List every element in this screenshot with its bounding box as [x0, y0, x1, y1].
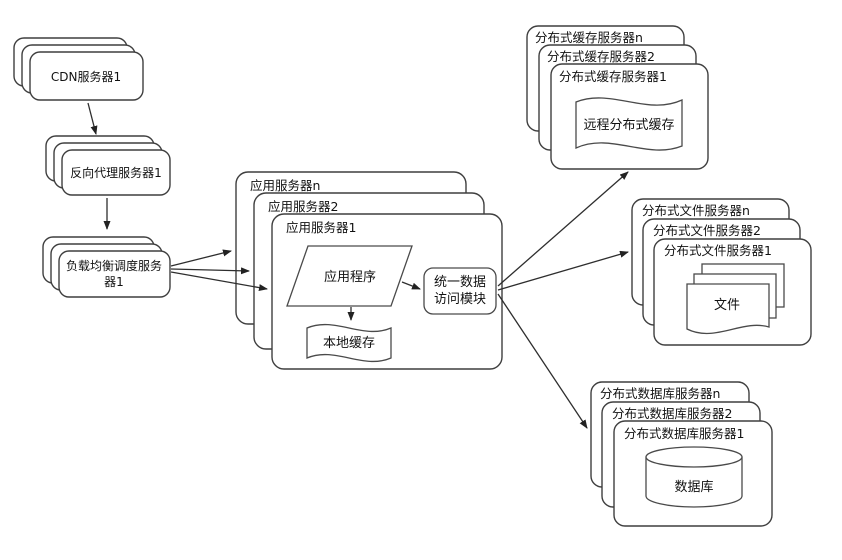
unified-data-access-module	[423, 267, 497, 315]
app-server-mid-label: 应用服务器2	[268, 199, 338, 214]
files-icon-front	[686, 283, 770, 335]
data-access-label-line1: 统一数据	[434, 275, 486, 290]
file-back-label: 分布式文件服务器n	[642, 203, 750, 218]
application-parallelogram	[286, 245, 413, 307]
file-mid-label: 分布式文件服务器2	[653, 223, 761, 238]
remote-cache-label: 远程分布式缓存	[583, 118, 674, 133]
distributed-cache-stack: 分布式缓存服务器n 分布式缓存服务器2 分布式缓存服务器1 远程分布式缓存	[526, 25, 709, 170]
load-balancer-label-line1: 负载均衡调度服务	[66, 258, 162, 273]
arrow-cdn-to-proxy	[87, 102, 98, 135]
cache-front-label: 分布式缓存服务器1	[559, 69, 667, 84]
arrow-dataaccess-to-database	[497, 293, 588, 429]
app-server-stack: 应用服务器n 应用服务器2 应用服务器1 应用程序 本地缓存 统一数据 访问模块	[235, 171, 503, 370]
arrow-lb-to-appserver-2	[170, 267, 250, 275]
cache-back-label: 分布式缓存服务器n	[535, 30, 643, 45]
load-balancer-card-front	[58, 250, 171, 298]
local-cache-label: 本地缓存	[323, 336, 375, 351]
remote-cache-shape	[575, 97, 683, 151]
cache-mid-label: 分布式缓存服务器2	[547, 49, 655, 64]
app-server-back-label: 应用服务器n	[250, 178, 320, 193]
cdn-server-stack: CDN服务器1	[13, 37, 144, 101]
diagram-arrows	[87, 102, 629, 429]
arrow-dataaccess-to-files	[497, 250, 629, 291]
files-label: 文件	[714, 298, 740, 313]
reverse-proxy-card-front	[61, 149, 171, 196]
database-label: 数据库	[674, 479, 713, 495]
database-cylinder-top	[645, 446, 743, 468]
database-cylinder-body	[645, 457, 743, 508]
load-balancer-label-line2: 器1	[104, 275, 124, 289]
db-back-label: 分布式数据库服务器n	[600, 386, 720, 401]
cdn-label: CDN服务器1	[51, 69, 121, 84]
file-front-label: 分布式文件服务器1	[664, 243, 772, 258]
arrow-lb-to-appserver-n	[170, 249, 232, 267]
arrow-dataaccess-to-cache	[497, 171, 629, 287]
arrow-lb-to-appserver-1	[170, 271, 268, 292]
local-cache-shape	[306, 323, 392, 363]
arrow-application-to-dataaccess	[401, 281, 421, 290]
cdn-card-front	[29, 51, 144, 101]
db-front-label: 分布式数据库服务器1	[624, 426, 744, 441]
data-access-label-line2: 访问模块	[434, 292, 486, 307]
distributed-db-stack: 分布式数据库服务器n 分布式数据库服务器2 分布式数据库服务器1 数据库	[590, 381, 773, 527]
reverse-proxy-label: 反向代理服务器1	[70, 165, 162, 180]
distributed-file-stack: 分布式文件服务器n 分布式文件服务器2 分布式文件服务器1 文件	[631, 198, 812, 346]
reverse-proxy-stack: 反向代理服务器1	[45, 135, 171, 196]
load-balancer-stack: 负载均衡调度服务 器1	[42, 236, 171, 298]
app-server-front-label: 应用服务器1	[286, 220, 356, 235]
application-label: 应用程序	[324, 269, 376, 285]
db-mid-label: 分布式数据库服务器2	[612, 406, 732, 421]
